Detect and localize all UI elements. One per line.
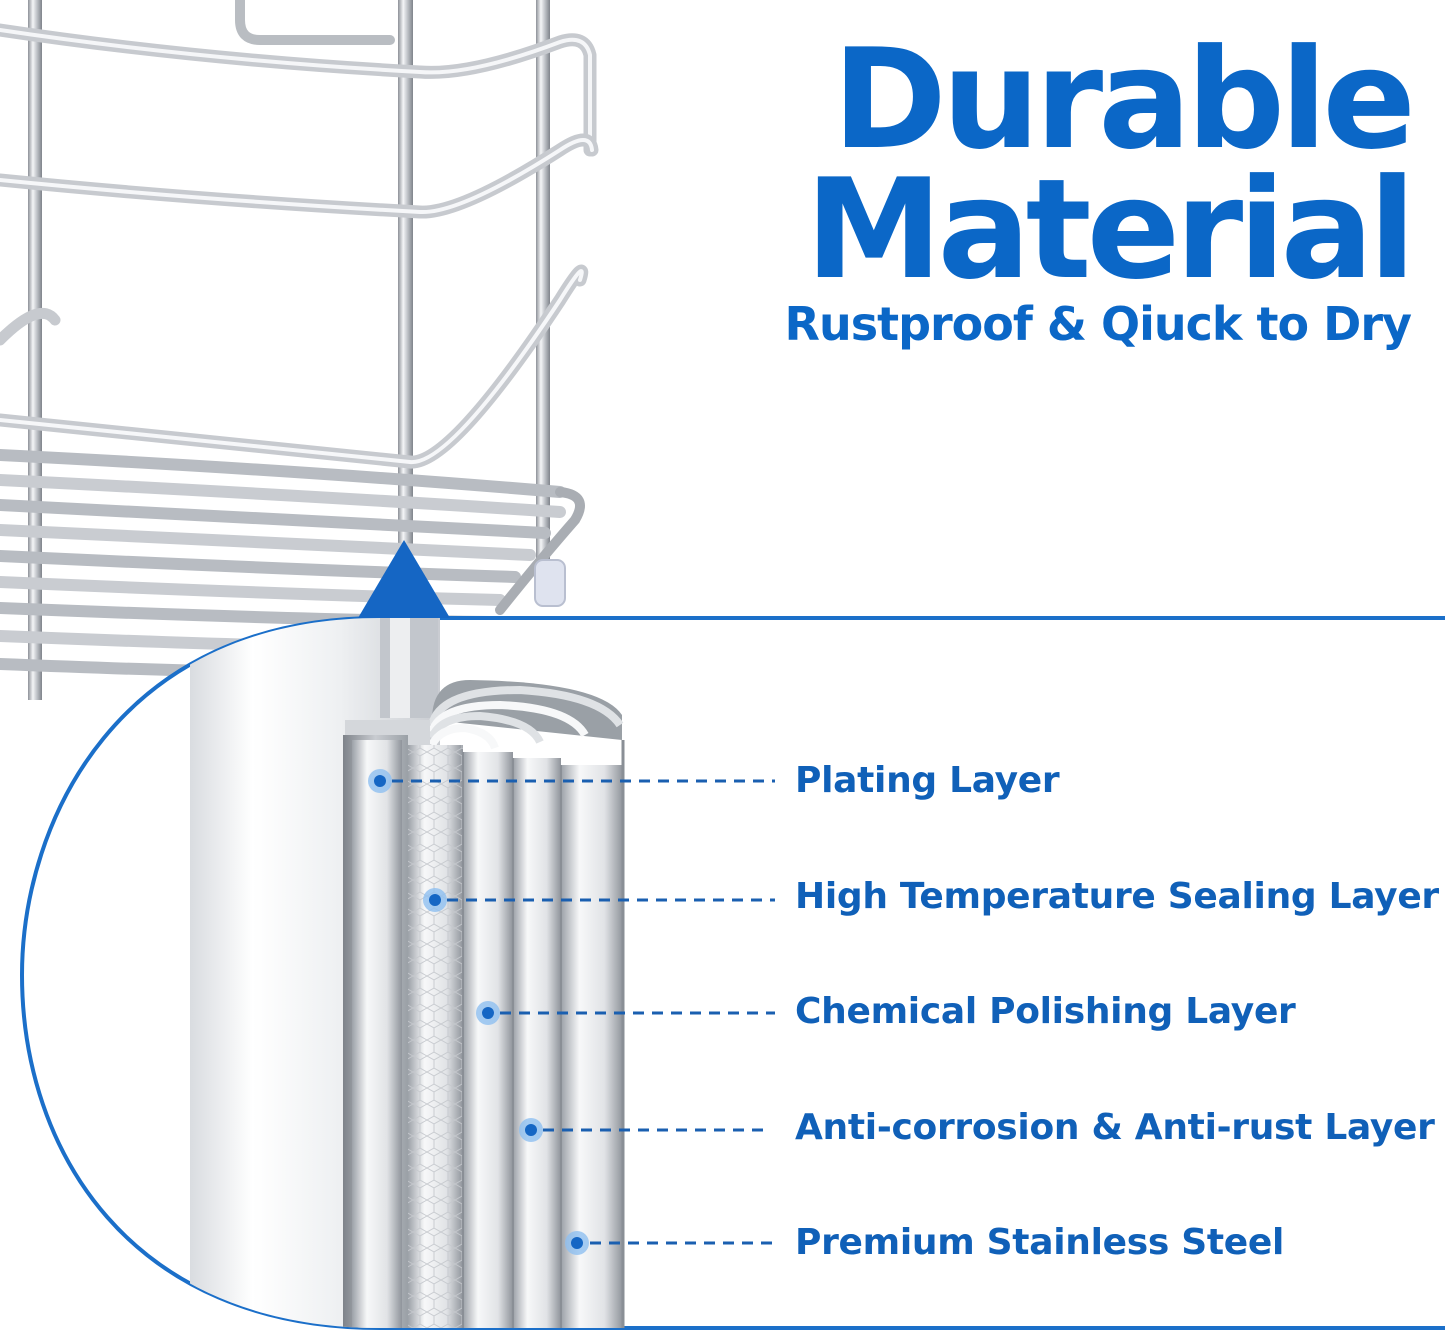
layer-label-sealing: High Temperature Sealing Layer bbox=[795, 876, 1439, 917]
triangle-pointer-icon bbox=[358, 540, 450, 618]
wire-rack bbox=[0, 0, 599, 700]
headline-line-2: Material bbox=[805, 149, 1416, 310]
headline-line-1: Durable bbox=[832, 19, 1416, 180]
headline-subtitle: Rustproof & Qiuck to Dry bbox=[784, 297, 1412, 351]
layer-label-polishing: Chemical Polishing Layer bbox=[795, 991, 1296, 1032]
layer-label-plating: Plating Layer bbox=[795, 760, 1060, 801]
leader-lines bbox=[392, 779, 775, 1245]
layer-label-anti-rust: Anti-corrosion & Anti-rust Layer bbox=[795, 1107, 1435, 1148]
dot-marker-icon bbox=[368, 769, 589, 1255]
cross-section-lens bbox=[19, 616, 1445, 1330]
layer-label-stainless: Premium Stainless Steel bbox=[795, 1222, 1285, 1263]
